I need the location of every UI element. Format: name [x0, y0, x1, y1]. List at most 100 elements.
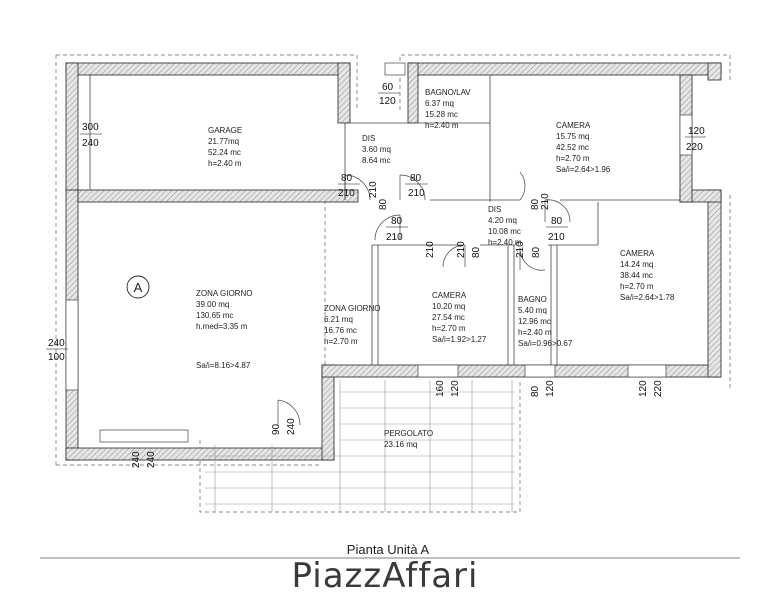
svg-text:DIS: DIS	[488, 205, 501, 214]
svg-text:DIS: DIS	[362, 134, 375, 143]
svg-text:210: 210	[540, 193, 551, 210]
svg-text:15.75 mq: 15.75 mq	[556, 132, 589, 141]
svg-text:6.21 mq: 6.21 mq	[324, 315, 353, 324]
svg-text:240: 240	[146, 451, 157, 468]
svg-text:CAMERA: CAMERA	[556, 121, 591, 130]
svg-text:300: 300	[82, 122, 99, 133]
svg-text:240: 240	[286, 418, 297, 435]
brand-logo: PiazzAffari	[292, 556, 479, 596]
svg-text:6.37 mq: 6.37 mq	[425, 99, 454, 108]
svg-text:80: 80	[410, 173, 422, 184]
plan-subtitle: Pianta Unità A	[347, 542, 430, 557]
svg-text:210: 210	[515, 241, 526, 258]
room-bagno: BAGNO 5.40 mq 12.96 mc h=2.40 m Sa/i=0.9…	[518, 295, 573, 348]
svg-text:240: 240	[48, 338, 65, 349]
svg-text:BAGNO/LAV: BAGNO/LAV	[425, 88, 471, 97]
svg-text:220: 220	[653, 380, 664, 397]
svg-text:Sa/i=1.92>1.27: Sa/i=1.92>1.27	[432, 335, 487, 344]
dimension-labels-vertical: 210 80 80 210 210 80 210 80 210 160 120 …	[131, 181, 664, 468]
svg-text:160: 160	[435, 380, 446, 397]
svg-text:h=2.70 m: h=2.70 m	[324, 337, 358, 346]
room-zona-giorno-main: ZONA GIORNO 39.00 mq 130.65 mc h.med=3.3…	[196, 289, 252, 370]
svg-text:220: 220	[686, 142, 703, 153]
svg-text:80: 80	[378, 198, 389, 210]
svg-text:130.65 mc: 130.65 mc	[196, 311, 233, 320]
svg-text:3.60 mq: 3.60 mq	[362, 145, 391, 154]
svg-text:h=2.70 m: h=2.70 m	[556, 154, 590, 163]
svg-text:8.64 mc: 8.64 mc	[362, 156, 390, 165]
svg-text:120: 120	[688, 126, 705, 137]
svg-text:240: 240	[82, 138, 99, 149]
svg-text:h=2.40 m: h=2.40 m	[518, 328, 552, 337]
svg-text:CAMERA: CAMERA	[620, 249, 655, 258]
svg-text:10.20 mq: 10.20 mq	[432, 302, 465, 311]
svg-text:210: 210	[408, 188, 425, 199]
room-camera-3: CAMERA 10.20 mq 27.54 mc h=2.70 m Sa/i=1…	[432, 291, 487, 344]
svg-text:210: 210	[368, 181, 379, 198]
room-pergolato: PERGOLATO 23.16 mq	[384, 429, 433, 449]
room-camera-1: CAMERA 15.75 mq 42.52 mc h=2.70 m Sa/i=2…	[556, 121, 611, 174]
svg-text:120: 120	[450, 380, 461, 397]
svg-text:Sa/i=0.96>0.67: Sa/i=0.96>0.67	[518, 339, 573, 348]
svg-text:16.76 mc: 16.76 mc	[324, 326, 357, 335]
svg-text:52.24 mc: 52.24 mc	[208, 148, 241, 157]
unit-marker-circle	[126, 275, 150, 299]
svg-text:39.00 mq: 39.00 mq	[196, 300, 229, 309]
svg-text:80: 80	[471, 246, 482, 258]
svg-text:h.med=3.35 m: h.med=3.35 m	[196, 322, 248, 331]
interior-partitions	[89, 75, 680, 365]
pergola-slats	[205, 380, 515, 512]
svg-text:h=2.40 m: h=2.40 m	[425, 121, 459, 130]
svg-text:23.16 mq: 23.16 mq	[384, 440, 417, 449]
svg-text:4.20 mq: 4.20 mq	[488, 216, 517, 225]
unit-marker: A	[134, 280, 143, 295]
room-camera-2: CAMERA 14.24 mq 38.44 mc h=2.70 m Sa/i=2…	[620, 249, 675, 302]
svg-text:80: 80	[531, 246, 542, 258]
svg-text:GARAGE: GARAGE	[208, 126, 242, 135]
dashed-boundaries	[55, 54, 731, 513]
room-dis-2: DIS 4.20 mq 10.08 mc h=2.40 m	[488, 205, 522, 247]
svg-text:BAGNO: BAGNO	[518, 295, 547, 304]
svg-text:210: 210	[456, 241, 467, 258]
room-garage: GARAGE 21.77mq 52.24 mc h=2.40 m	[208, 126, 242, 168]
svg-text:15.28 mc: 15.28 mc	[425, 110, 458, 119]
svg-text:21.77mq: 21.77mq	[208, 137, 239, 146]
svg-text:120: 120	[638, 380, 649, 397]
svg-text:h=2.70 m: h=2.70 m	[620, 282, 654, 291]
svg-text:42.52 mc: 42.52 mc	[556, 143, 589, 152]
svg-text:120: 120	[545, 380, 556, 397]
svg-text:80: 80	[530, 198, 541, 210]
svg-text:210: 210	[548, 232, 565, 243]
svg-text:240: 240	[131, 451, 142, 468]
svg-text:210: 210	[338, 188, 355, 199]
svg-text:Sa/i=2.64>1.96: Sa/i=2.64>1.96	[556, 165, 611, 174]
svg-text:ZONA GIORNO: ZONA GIORNO	[196, 289, 252, 298]
svg-text:10.08 mc: 10.08 mc	[488, 227, 521, 236]
svg-text:h=2.40 m: h=2.40 m	[488, 238, 522, 247]
svg-text:CAMERA: CAMERA	[432, 291, 467, 300]
svg-text:Sa/i=2.64>1.78: Sa/i=2.64>1.78	[620, 293, 675, 302]
svg-text:27.54 mc: 27.54 mc	[432, 313, 465, 322]
svg-text:5.40 mq: 5.40 mq	[518, 306, 547, 315]
svg-text:210: 210	[386, 232, 403, 243]
door-swings	[277, 171, 571, 426]
dimension-labels: 60 120 300 240 120 220 80 210 80 210 80 …	[46, 82, 706, 363]
svg-text:PERGOLATO: PERGOLATO	[384, 429, 433, 438]
svg-text:14.24 mq: 14.24 mq	[620, 260, 653, 269]
svg-text:90: 90	[271, 423, 282, 435]
svg-text:h=2.70 m: h=2.70 m	[432, 324, 466, 333]
svg-text:60: 60	[382, 82, 394, 93]
svg-text:12.96 mc: 12.96 mc	[518, 317, 551, 326]
windows	[65, 62, 693, 443]
svg-text:80: 80	[341, 173, 353, 184]
svg-text:100: 100	[48, 352, 65, 363]
svg-text:80: 80	[530, 385, 541, 397]
svg-text:120: 120	[379, 96, 396, 107]
svg-text:Sa/i=8.16>4.87: Sa/i=8.16>4.87	[196, 361, 251, 370]
svg-text:210: 210	[425, 241, 436, 258]
room-zona-giorno-small: ZONA GIORNO 6.21 mq 16.76 mc h=2.70 m	[324, 304, 380, 346]
svg-text:ZONA GIORNO: ZONA GIORNO	[324, 304, 380, 313]
svg-text:80: 80	[551, 216, 563, 227]
svg-text:h=2.40 m: h=2.40 m	[208, 159, 242, 168]
